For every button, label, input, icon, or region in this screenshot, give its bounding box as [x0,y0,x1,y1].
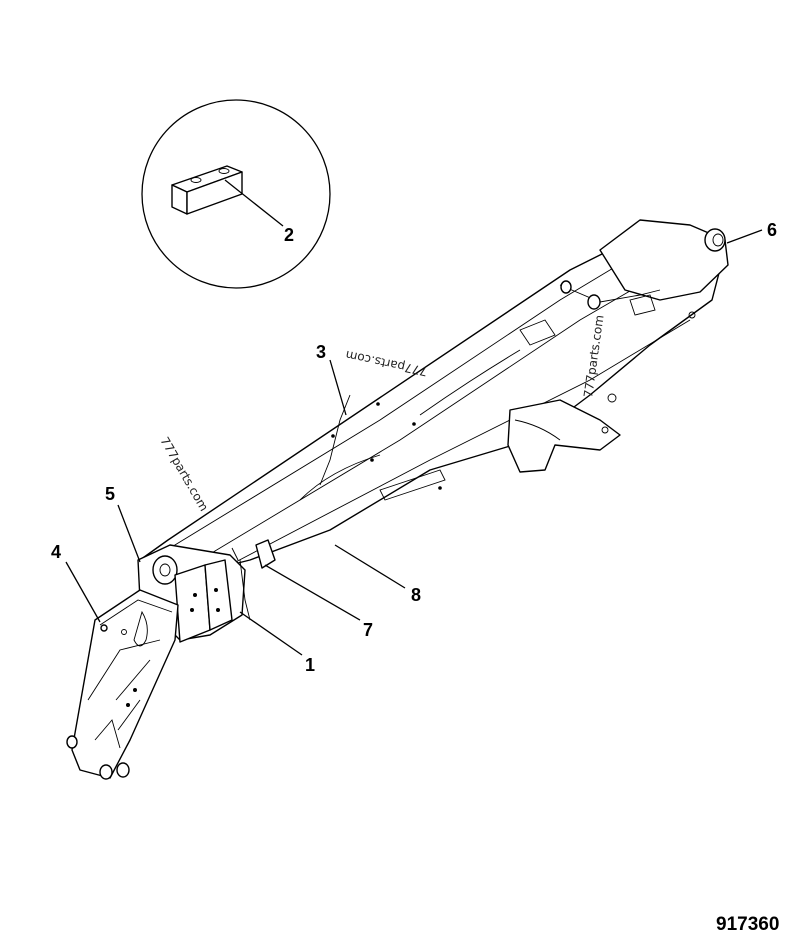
leader-5 [117,504,141,563]
callout-2: 2 [284,225,294,245]
callout-1: 1 [305,655,315,675]
leader-2 [224,179,284,227]
watermark-1: 777parts.com [344,348,428,379]
leader-3 [329,359,347,416]
extension-head [66,589,179,780]
callout-7: 7 [363,620,373,640]
watermark-2: 777parts.com [157,435,211,514]
detail-inset [141,99,331,289]
head-pin [152,555,178,585]
wear-pad-detail [171,165,243,215]
callout-6: 6 [767,220,777,240]
boom-body [139,219,729,581]
callout-4: 4 [51,542,61,562]
callout-3: 3 [316,342,326,362]
leader-lines [65,229,763,656]
leader-6 [726,229,763,244]
detail-circle [141,99,331,289]
leader-4 [65,561,101,623]
callout-5: 5 [105,484,115,504]
leader-1 [239,611,303,656]
callout-8: 8 [411,585,421,605]
figure-number: 917360 [716,914,779,935]
leader-8 [334,544,406,589]
leader-7 [264,564,361,621]
pivot-pin [704,228,726,252]
